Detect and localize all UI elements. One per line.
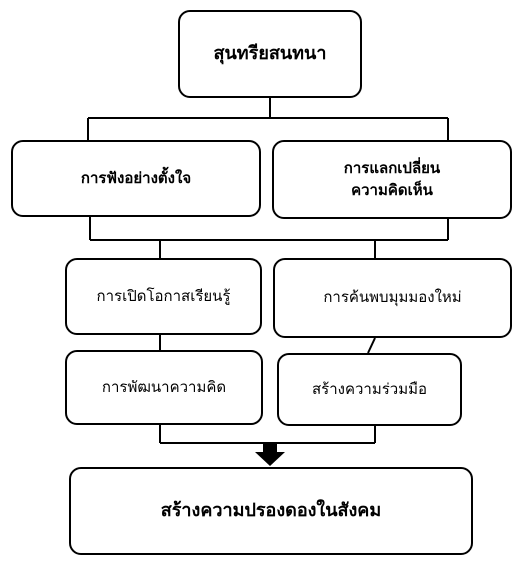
node-bottom-label: สร้างความปรองดองในสังคม [160, 499, 382, 521]
node-left2: การเปิดโอกาสเรียนรู้ [65, 258, 262, 335]
node-right2: การค้นพบมุมมองใหม่ [273, 258, 512, 338]
node-left1: การฟังอย่างตั้งใจ [11, 140, 261, 217]
node-right3: สร้างความร่วมมือ [277, 353, 462, 426]
connector-right2-right3 [367, 337, 376, 354]
node-bottom: สร้างความปรองดองในสังคม [69, 467, 473, 555]
node-left3-label: การพัฒนาความคิด [101, 377, 227, 396]
node-top: สุนทรียสนทนา [178, 10, 362, 98]
arrow-shaft [263, 443, 277, 452]
node-top-label: สุนทรียสนทนา [213, 42, 327, 64]
arrow-down-icon [255, 452, 285, 466]
node-right1: การแลกเปลี่ยน ความคิดเห็น [272, 140, 512, 219]
node-left2-label: การเปิดโอกาสเรียนรู้ [96, 286, 231, 305]
node-left3: การพัฒนาความคิด [65, 350, 263, 425]
node-left1-label: การฟังอย่างตั้งใจ [80, 168, 192, 187]
node-right3-label: สร้างความร่วมมือ [312, 379, 427, 398]
node-right2-label: การค้นพบมุมมองใหม่ [323, 288, 462, 307]
node-right1-label: การแลกเปลี่ยน ความคิดเห็น [343, 158, 441, 199]
